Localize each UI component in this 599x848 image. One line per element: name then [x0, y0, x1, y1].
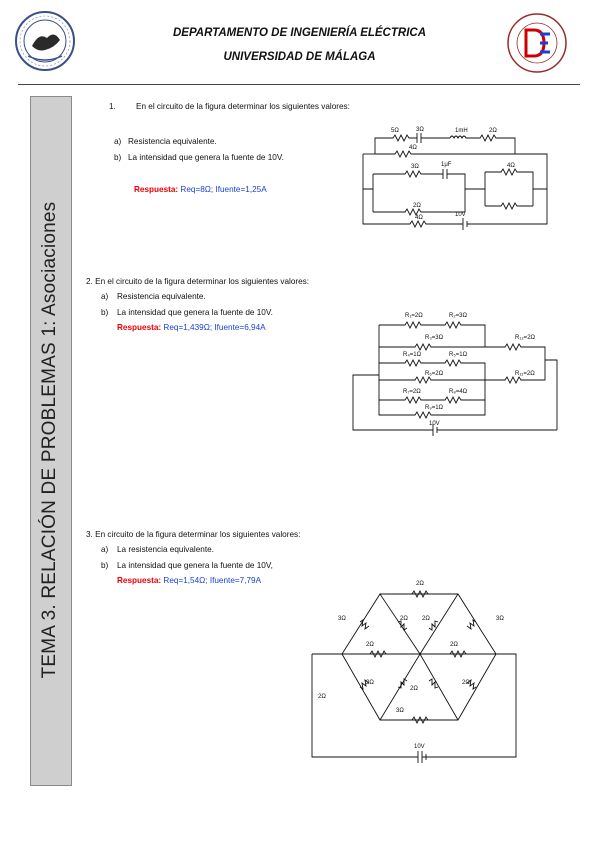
item-text: Resistencia equivalente.	[117, 292, 206, 301]
circuit-3-label: 2Ω	[366, 642, 374, 648]
sidebar-band	[30, 96, 72, 786]
circuit-2-label: 10V	[429, 421, 440, 427]
circuit-1-label: 5Ω	[391, 128, 399, 134]
circuit-3-label: 3Ω	[496, 616, 504, 622]
circuit-1-labels: 5Ω 3Ω 1mH 2Ω 4Ω 3Ω 1μF 4Ω 2Ω 4Ω 10V	[391, 127, 515, 221]
circuit-1-label: 4Ω	[415, 215, 423, 221]
item-text: Resistencia equivalente.	[128, 137, 217, 146]
circuit-2-label: R₃=3Ω	[425, 335, 444, 341]
circuit-1-label: 1μF	[441, 162, 452, 168]
problem-statement: En circuito de la figura determinar los …	[95, 530, 301, 539]
answer-label: Respuesta:	[117, 576, 162, 585]
answer-value: Req=1,439Ω; Ifuente=6,94A	[163, 323, 266, 332]
item-text: La resistencia equivalente.	[117, 545, 214, 554]
university-seal-logo	[15, 11, 75, 71]
item-text: La intensidad que genera la fuente de 10…	[117, 561, 273, 570]
circuit-3-label: 2Ω	[410, 686, 418, 692]
circuit-1-label: 2Ω	[413, 203, 421, 209]
item-letter: b)	[101, 308, 109, 317]
circuit-3-label: 2Ω	[462, 680, 470, 686]
item-letter: b)	[114, 153, 122, 162]
circuit-3-label: 2Ω	[400, 616, 408, 622]
circuit-2-label: R₁₁=2Ω	[515, 371, 535, 377]
sidebar-title: TEMA 3. RELACIÓN DE PROBLEMAS 1: Asociac…	[39, 201, 60, 679]
problem-number: 2.	[86, 277, 93, 286]
header-divider	[18, 84, 580, 85]
circuit-2-label: R₄=1Ω	[403, 352, 422, 358]
circuit-1-label: 4Ω	[507, 163, 515, 169]
answer-value: Req=1,54Ω; Ifuente=7,79A	[163, 576, 262, 585]
circuit-2-label: R₇=2Ω	[403, 389, 421, 395]
item-text: La intensidad que genera la fuente de 10…	[117, 308, 273, 317]
problem-statement: En el circuito de la figura determinar l…	[136, 102, 350, 111]
circuit-1-label: 4Ω	[409, 145, 417, 151]
item-letter: a)	[114, 137, 122, 146]
item-letter: a)	[101, 545, 109, 554]
problem-number: 3.	[86, 530, 93, 539]
circuit-2-label: R₆=2Ω	[425, 371, 444, 377]
problem-statement: En el circuito de la figura determinar l…	[95, 277, 310, 286]
answer-value: Req=8Ω; Ifuente=1,25A	[180, 185, 267, 194]
circuit-2-label: R₈=4Ω	[449, 389, 468, 395]
circuit-2-label: R₅=1Ω	[449, 352, 468, 358]
circuit-1-label: 2Ω	[489, 128, 497, 134]
circuit-3-label: 2Ω	[422, 616, 430, 622]
circuit-2-label: R₂=3Ω	[449, 313, 468, 319]
circuit-2-label: R₁₂=2Ω	[515, 335, 536, 341]
circuit-2-label: R₉=1Ω	[425, 405, 444, 411]
circuit-3-label: 2Ω	[416, 581, 424, 587]
answer-label: Respuesta:	[117, 323, 162, 332]
circuit-3-label: 3Ω	[338, 616, 346, 622]
circuit-3-diagram: 2Ω 3Ω 2Ω 2Ω 3Ω 2Ω 2Ω 2Ω 2Ω 2Ω 2Ω 3Ω 10V	[311, 581, 517, 763]
circuit-1-label: 3Ω	[416, 127, 424, 133]
circuit-1-label: 10V	[455, 212, 466, 218]
department-title: DEPARTAMENTO DE INGENIERÍA ELÉCTRICA	[172, 27, 427, 39]
circuit-1-label: 1mH	[455, 128, 468, 134]
circuit-3-label: 3Ω	[396, 708, 404, 714]
item-text: La intensidad que genera la fuente de 10…	[128, 153, 284, 162]
circuit-3-label: 2Ω	[318, 694, 326, 700]
circuit-2-label: R₁=2Ω	[405, 313, 423, 319]
item-letter: a)	[101, 292, 109, 301]
university-title: UNIVERSIDAD DE MÁLAGA	[223, 51, 376, 63]
item-letter: b)	[101, 561, 109, 570]
circuit-3-label: 10V	[414, 744, 425, 750]
problem-number: 1.	[109, 102, 116, 111]
answer-label: Respuesta:	[134, 185, 179, 194]
circuit-3-label: 2Ω	[366, 680, 374, 686]
circuit-2-diagram: R₁=2Ω R₂=3Ω R₃=3Ω R₁₂=2Ω R₄=1Ω R₅=1Ω R₆=…	[352, 313, 558, 436]
circuit-1-diagram: 5Ω 3Ω 1mH 2Ω 4Ω 3Ω 1μF 4Ω 2Ω 4Ω 10V	[362, 127, 548, 230]
circuit-3-label: 2Ω	[450, 642, 458, 648]
circuit-1-label: 3Ω	[411, 164, 419, 170]
department-seal-logo	[507, 13, 567, 73]
